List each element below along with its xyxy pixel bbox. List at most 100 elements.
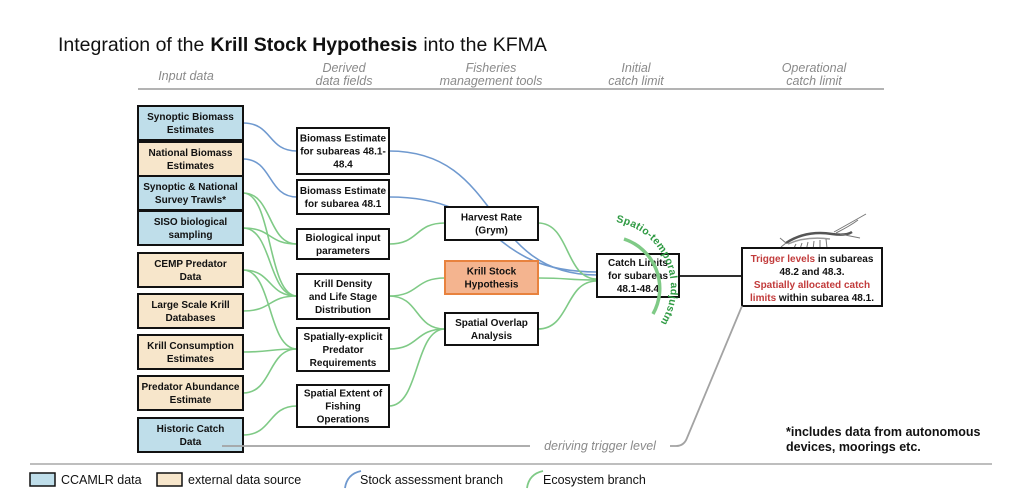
tool-box-2-rect [444, 260, 539, 295]
input-box-1-line-1: Synoptic Biomass [147, 112, 234, 123]
legend-stock-swatch [344, 470, 362, 489]
connector-13 [242, 348, 298, 394]
input-box-4-line-2: sampling [169, 230, 213, 241]
input-box-7-rect [137, 334, 244, 370]
operational-line-1: Trigger levels in subareas [751, 254, 874, 265]
input-box-2-line-1: National Biomass [149, 148, 233, 159]
footnote-line-1: *includes data from autonomous [786, 425, 981, 439]
connector-7 [242, 192, 298, 297]
connector-1 [242, 122, 298, 152]
input-box-5-rect [137, 252, 244, 288]
input-box-6-line-1: Large Scale Krill [151, 300, 230, 311]
derived-box-2-line-2: for subarea 48.1 [305, 199, 382, 210]
input-box-1-line-2: Estimates [167, 125, 215, 136]
input-box-8-line-1: Predator Abundance [142, 382, 240, 393]
derived-box-6-rect [296, 384, 390, 428]
derived-box-5-rect [296, 327, 390, 372]
title-bold: Krill Stock Hypothesis [210, 34, 417, 56]
header-operational-line-1: Operational [782, 61, 848, 75]
derived-box-6-line-1: Spatial Extent of [304, 389, 383, 400]
catch-limits-box-line-1: Catch Limits [608, 258, 668, 269]
tool-box-2-line-1: Krill Stock [467, 267, 517, 278]
tool-box-1: Harvest Rate(Grym) [444, 206, 539, 241]
header-operational-line-2: catch limit [786, 74, 842, 88]
header-tools-line-1: Fisheries [466, 61, 517, 75]
legend: CCAMLR data external data source Stock a… [29, 470, 646, 489]
krill-illustration [779, 213, 867, 253]
input-box-3-line-1: Synoptic & National [143, 182, 238, 193]
legend-ccamlr-swatch [29, 472, 56, 487]
legend-ecosystem-label: Ecosystem branch [543, 473, 646, 487]
footnote-line-2: devices, moorings etc. [786, 440, 921, 454]
legend-stock-label: Stock assessment branch [360, 473, 503, 487]
input-box-9-line-2: Data [180, 437, 202, 448]
tool-box-3-line-2: Analysis [471, 331, 513, 342]
derived-box-5-line-2: Predator [322, 345, 363, 356]
derived-box-5-line-3: Requirements [310, 358, 377, 369]
connector-12 [242, 348, 298, 353]
connector-15 [388, 222, 446, 245]
input-box-3-line-2: Survey Trawls* [155, 195, 226, 206]
catch-limits-box-rect [596, 253, 680, 298]
input-box-1-rect [137, 105, 244, 141]
connector-2 [242, 158, 298, 198]
derived-box-4-line-1: Krill Density [314, 279, 373, 290]
derived-box-6-line-3: Operations [317, 415, 370, 426]
derived-box-4-line-3: Distribution [315, 305, 371, 316]
connector-10 [242, 295, 298, 312]
derived-box-1-line-3: 48.4 [333, 160, 353, 171]
derived-box-3-line-2: parameters [316, 246, 370, 257]
operational-line-1-rest: in subareas [815, 254, 874, 265]
connector-5 [242, 192, 298, 245]
title-prefix: Integration of the [58, 34, 204, 56]
operational-line-2: 48.2 and 48.3. [779, 267, 844, 278]
input-box-6-line-2: Databases [165, 313, 215, 324]
input-box-5-line-2: Data [180, 272, 202, 283]
derived-box-4-rect [296, 273, 390, 320]
tool-box-1-line-2: (Grym) [475, 226, 508, 237]
tool-box-2-line-2: Hypothesis [465, 280, 519, 291]
derived-box-4-line-2: and Life Stage [309, 292, 378, 303]
tool-box-3-line-1: Spatial Overlap [455, 318, 528, 329]
tools-column: Harvest Rate(Grym) Krill StockHypothesisS… [444, 206, 539, 346]
derived-box-5-line-1: Spatially-explicit [304, 332, 384, 343]
header-tools-line-2: management tools [440, 74, 543, 88]
legend-ecosystem-swatch [526, 470, 544, 489]
header-derived-line-1: Derived [322, 61, 366, 75]
input-box-8-line-2: Estimate [170, 395, 212, 406]
header-initial-line-2: catch limit [608, 74, 664, 88]
input-box-7-line-2: Estimates [167, 354, 215, 365]
connector-20 [537, 222, 598, 280]
derived-box-3-rect [296, 228, 390, 260]
trigger-level-label: deriving trigger level [544, 439, 657, 453]
spatio-arc-path [623, 237, 662, 315]
connector-6 [242, 227, 298, 245]
tool-box-3-rect [444, 312, 539, 346]
connector-21 [537, 277, 598, 281]
diagram-title: Integration of the Krill Stock Hypothesis… [58, 34, 547, 56]
trigger-levels-text: Trigger levels [751, 254, 816, 265]
connector-22 [537, 280, 598, 330]
legend-external-swatch [156, 472, 183, 487]
operational-catch-limit: Trigger levels in subareas 48.2 and 48.3… [741, 247, 883, 307]
catch-limits-text: limits [750, 293, 777, 304]
header-input-line-1: Input data [158, 69, 214, 83]
